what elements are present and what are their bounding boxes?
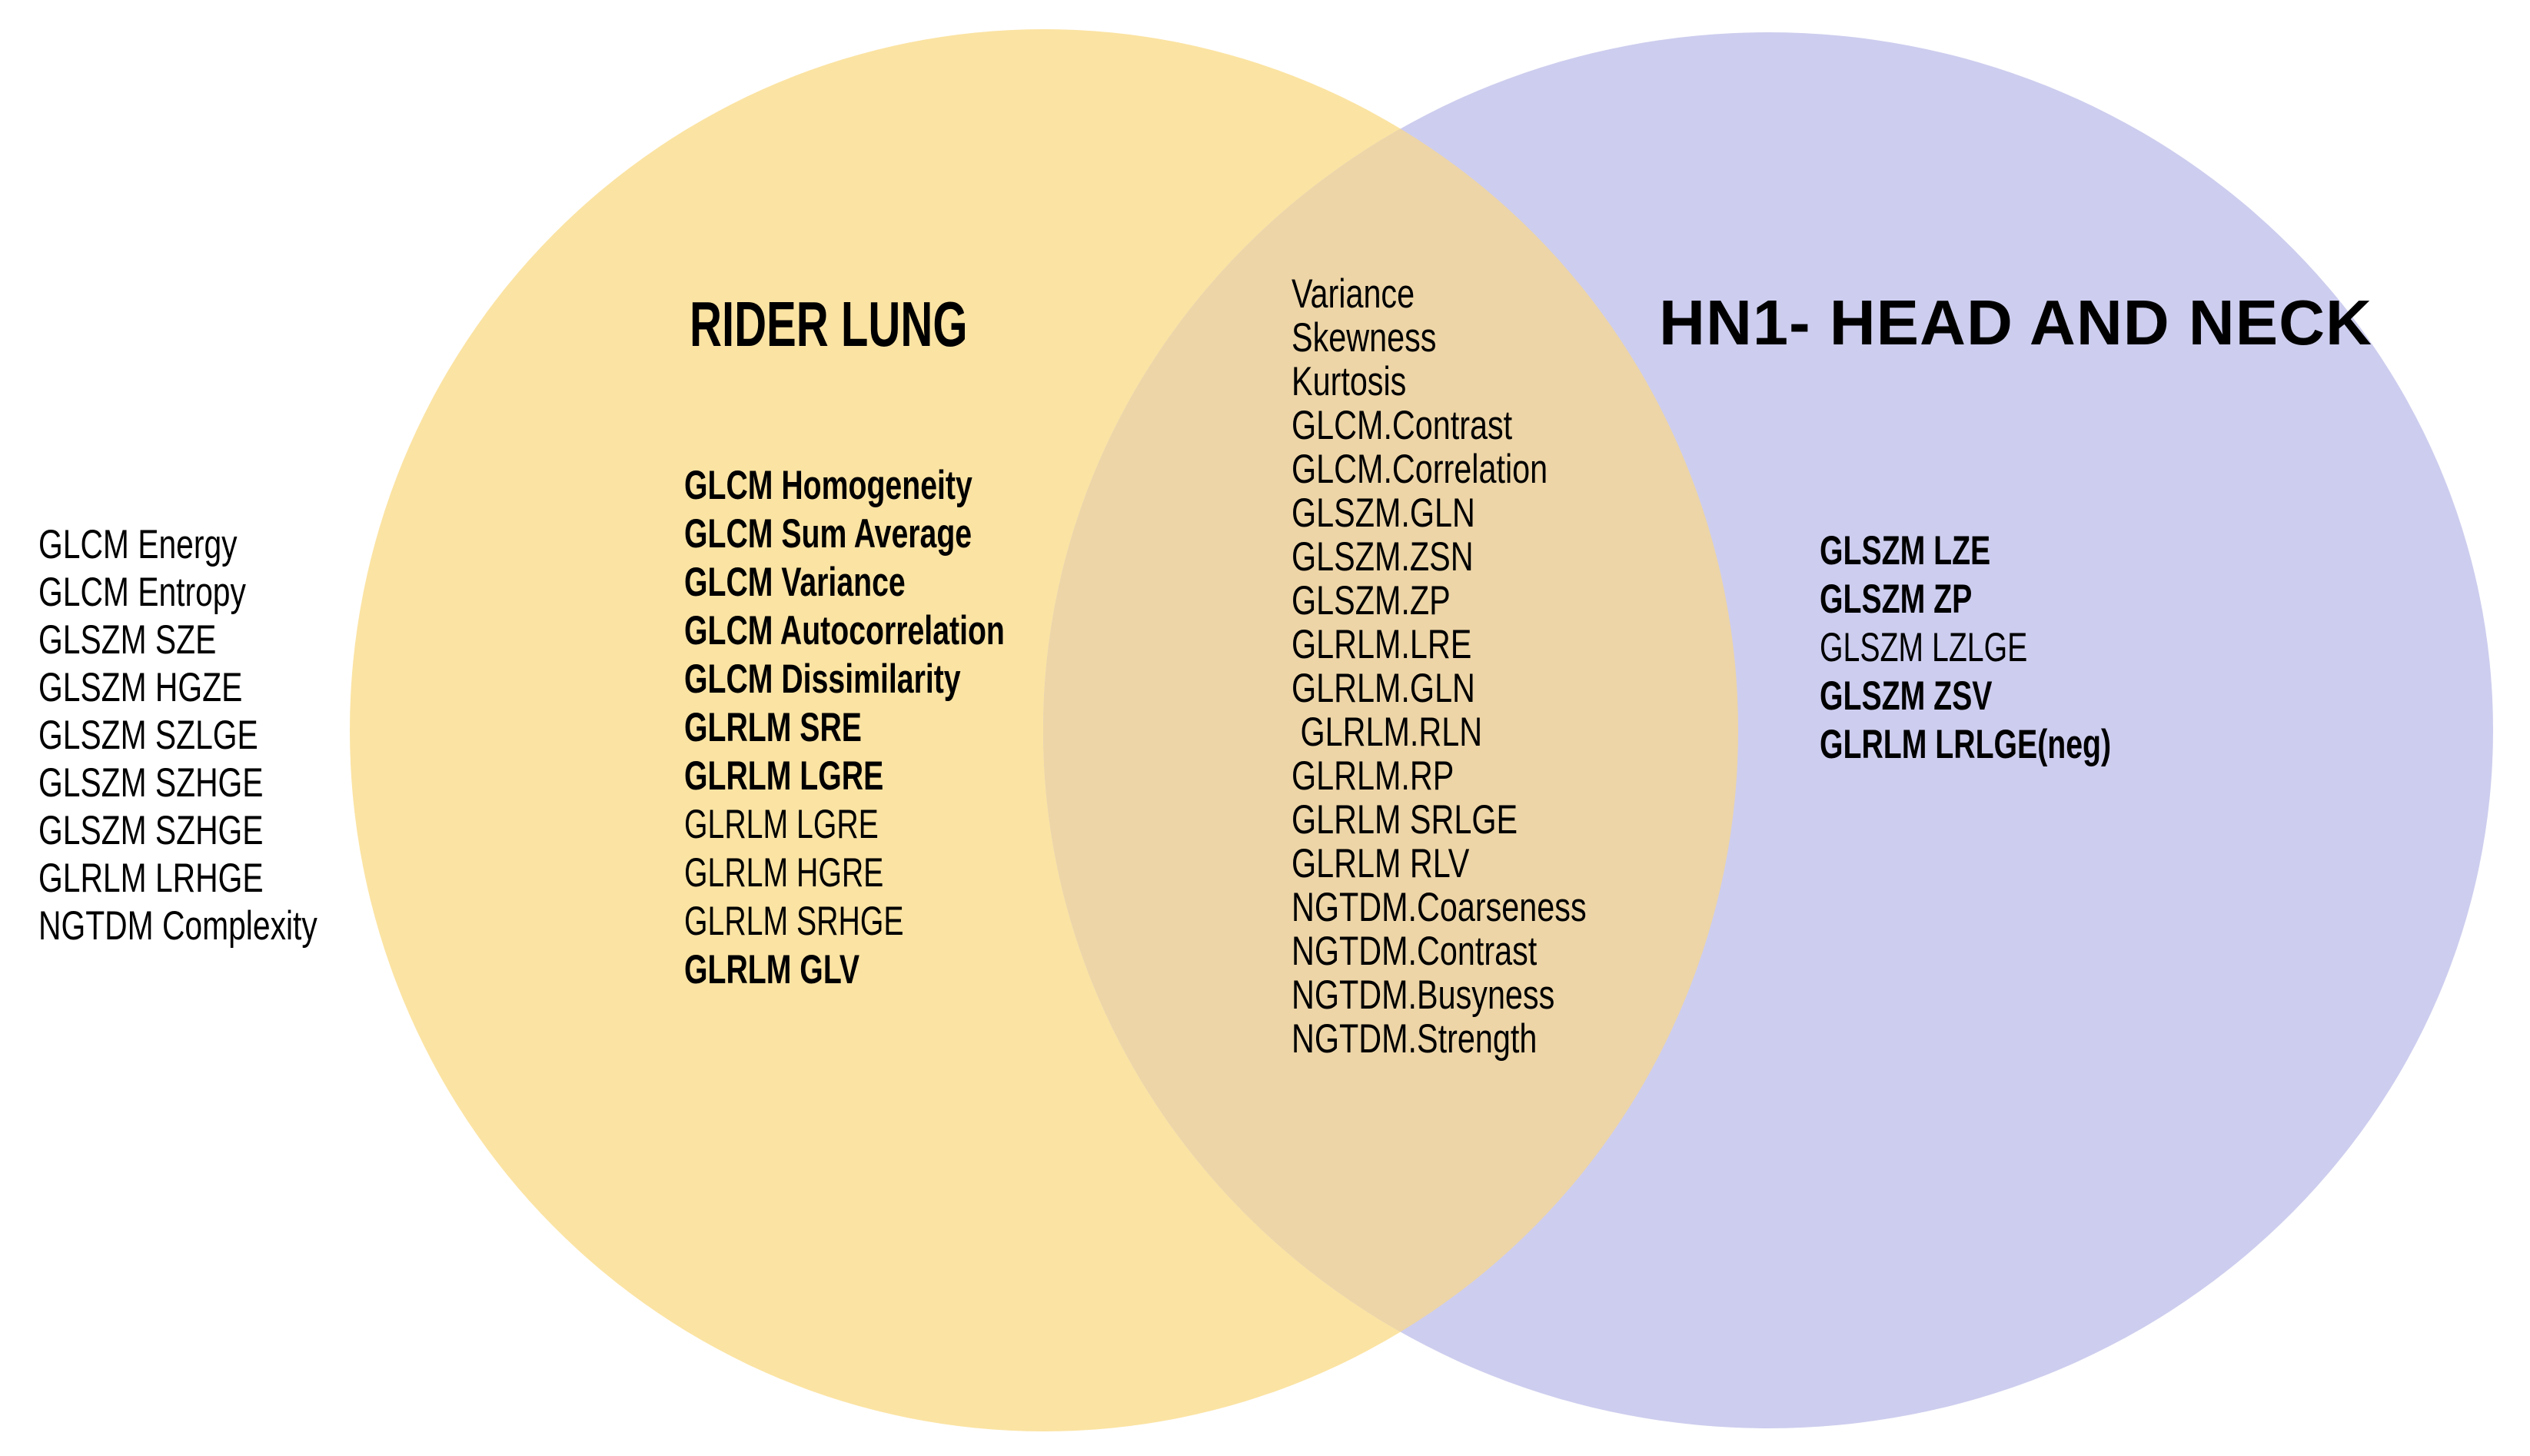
list-item: GLSZM ZP — [1820, 577, 1973, 622]
list-item: GLRLM GLV — [684, 947, 860, 992]
list-item: GLRLM LRHGE — [38, 856, 264, 901]
list-item: GLRLM LGRE — [684, 802, 879, 847]
list-item: GLRLM SRE — [684, 705, 862, 750]
list-item: GLCM Sum Average — [684, 511, 972, 557]
list-item: GLSZM SZHGE — [38, 808, 264, 853]
list-item: GLRLM SRLGE — [1292, 797, 1518, 843]
list-item: GLRLM.RP — [1292, 753, 1455, 799]
list-item: GLCM Entropy — [38, 570, 246, 615]
list-item: GLRLM HGRE — [684, 850, 884, 896]
list-item: GLSZM.GLN — [1292, 490, 1475, 536]
list-item: GLCM.Correlation — [1292, 447, 1548, 492]
list-item: GLRLM LRLGE(neg) — [1820, 722, 2112, 767]
list-item: GLCM.Contrast — [1292, 403, 1513, 448]
list-item: GLCM Autocorrelation — [684, 608, 1005, 653]
list-item: GLSZM SZHGE — [38, 760, 264, 806]
list-item: NGTDM.Busyness — [1292, 972, 1555, 1018]
list-item: NGTDM.Contrast — [1292, 929, 1538, 974]
list-item: GLSZM LZLGE — [1820, 625, 2028, 670]
right-circle-title: HN1- HEAD AND NECK — [1659, 287, 2372, 358]
list-item: NGTDM Complexity — [38, 903, 317, 949]
list-item: GLSZM HGZE — [38, 665, 243, 710]
list-item: GLSZM.ZP — [1292, 578, 1451, 623]
list-item: NGTDM.Coarseness — [1292, 885, 1587, 930]
left-circle-title: RIDER LUNG — [690, 288, 968, 360]
list-item: GLSZM SZLGE — [38, 713, 258, 758]
list-item: GLRLM.LRE — [1292, 622, 1472, 667]
list-item: GLCM Homogeneity — [684, 463, 972, 508]
overlap-region — [1043, 32, 1738, 1428]
list-item: GLSZM ZSV — [1820, 673, 1993, 719]
list-item: GLRLM SRHGE — [684, 899, 904, 944]
list-item: Skewness — [1292, 315, 1437, 361]
list-item: GLSZM SZE — [38, 617, 217, 663]
list-item: GLCM Variance — [684, 560, 906, 605]
list-item: Kurtosis — [1292, 359, 1407, 404]
list-item: GLCM Energy — [38, 522, 238, 567]
list-item: GLSZM LZE — [1820, 528, 1991, 573]
list-item: GLRLM.GLN — [1292, 666, 1475, 711]
list-item: NGTDM.Strength — [1292, 1016, 1538, 1062]
list-item: GLRLM LGRE — [684, 753, 884, 799]
list-item: GLSZM.ZSN — [1292, 534, 1474, 580]
list-item: GLCM Dissimilarity — [684, 657, 961, 702]
list-item: GLRLM RLV — [1292, 841, 1470, 886]
list-item: Variance — [1292, 271, 1415, 317]
list-item: GLRLM.RLN — [1292, 710, 1483, 755]
